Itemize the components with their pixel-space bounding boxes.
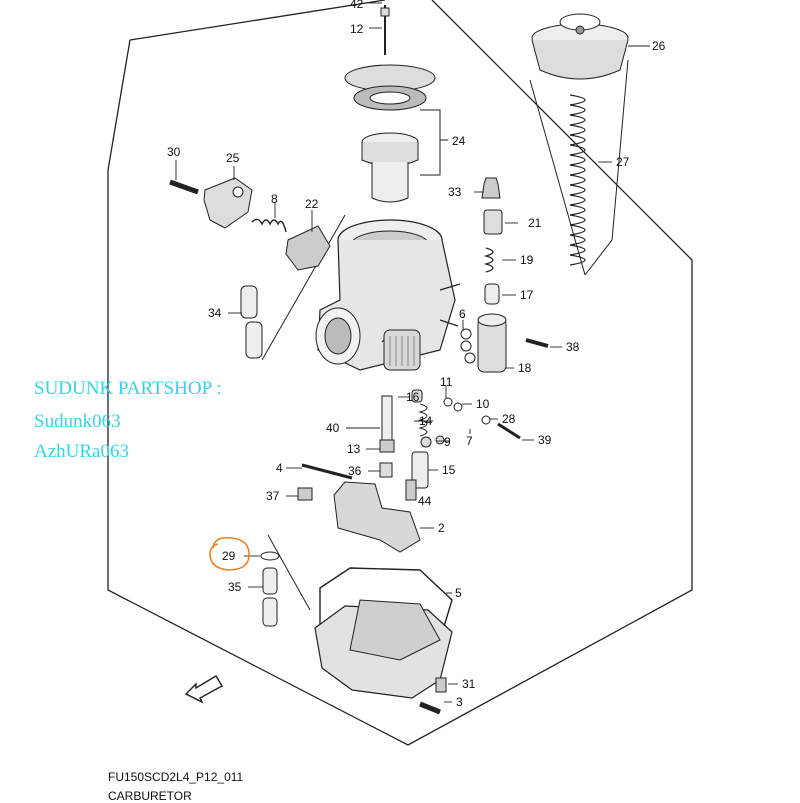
label-16: 16 bbox=[406, 390, 420, 404]
label-4: 4 bbox=[276, 461, 283, 475]
label-11: 11 bbox=[440, 375, 453, 389]
oring-and-tube bbox=[260, 551, 280, 627]
label-10: 10 bbox=[476, 397, 490, 411]
highlight-circle bbox=[209, 536, 250, 571]
top-cap-part bbox=[531, 13, 629, 80]
label-8: 8 bbox=[271, 192, 278, 206]
label-21: 21 bbox=[528, 216, 542, 230]
spring-part-27 bbox=[569, 94, 586, 266]
label-19: 19 bbox=[520, 253, 534, 267]
label-7: 7 bbox=[466, 434, 473, 448]
label-44: 44 bbox=[418, 494, 432, 508]
label-9: 9 bbox=[444, 435, 451, 449]
label-30: 30 bbox=[167, 145, 181, 159]
label-33: 33 bbox=[448, 185, 462, 199]
label-25: 25 bbox=[226, 151, 240, 165]
right-column-parts bbox=[481, 177, 503, 305]
label-31: 31 bbox=[462, 677, 476, 691]
label-36: 36 bbox=[348, 464, 362, 478]
label-3: 3 bbox=[456, 695, 463, 709]
fwd-arrow-icon bbox=[184, 675, 223, 704]
label-13: 13 bbox=[347, 442, 361, 456]
label-2: 2 bbox=[438, 521, 445, 535]
label-24: 24 bbox=[452, 134, 466, 148]
float-part bbox=[333, 481, 421, 553]
label-15: 15 bbox=[442, 463, 456, 477]
zone-line-upper bbox=[261, 214, 346, 361]
label-26: 26 bbox=[652, 39, 666, 53]
label-35: 35 bbox=[228, 580, 242, 594]
label-29: 29 bbox=[222, 549, 236, 563]
diaphragm-piston-part bbox=[344, 64, 448, 203]
middle-jet-parts bbox=[379, 389, 521, 453]
label-42: 42 bbox=[350, 0, 364, 11]
zone-line-spring bbox=[529, 59, 629, 276]
lower-mid-parts bbox=[297, 451, 429, 501]
zone-line-lower bbox=[267, 534, 311, 611]
label-12: 12 bbox=[350, 22, 364, 36]
label-28: 28 bbox=[502, 412, 516, 426]
label-17: 17 bbox=[520, 288, 534, 302]
carburetor-body bbox=[315, 219, 461, 371]
float-bowl-assembly bbox=[314, 567, 453, 715]
label-37: 37 bbox=[266, 489, 280, 503]
label-40: 40 bbox=[326, 421, 340, 435]
diagram-frame bbox=[107, 0, 693, 746]
label-38: 38 bbox=[566, 340, 580, 354]
label-39: 39 bbox=[538, 433, 552, 447]
part-number-labels: 42 12 26 24 27 30 25 8 22 33 21 19 17 34… bbox=[167, 0, 666, 709]
label-22: 22 bbox=[305, 197, 319, 211]
diagram-title: CARBURETOR bbox=[108, 789, 192, 803]
label-14: 14 bbox=[419, 414, 433, 428]
label-34: 34 bbox=[208, 306, 222, 320]
label-5: 5 bbox=[455, 586, 462, 600]
watermark-line-3: AzhURa063 bbox=[34, 441, 129, 462]
right-valve-cluster bbox=[460, 313, 549, 373]
label-6: 6 bbox=[459, 307, 466, 321]
watermark-line-2: Sudunk063 bbox=[34, 411, 121, 432]
watermark-line-1: SUDUNK PARTSHOP : bbox=[34, 378, 222, 399]
label-27: 27 bbox=[616, 155, 630, 169]
left-cover-cluster bbox=[169, 177, 331, 271]
label-18: 18 bbox=[518, 361, 532, 375]
diagram-code: FU150SCD2L4_P12_011 bbox=[108, 770, 244, 784]
pilot-screw-part bbox=[380, 5, 390, 55]
leader-lines bbox=[175, 2, 650, 703]
tube-part-34 bbox=[240, 285, 263, 359]
